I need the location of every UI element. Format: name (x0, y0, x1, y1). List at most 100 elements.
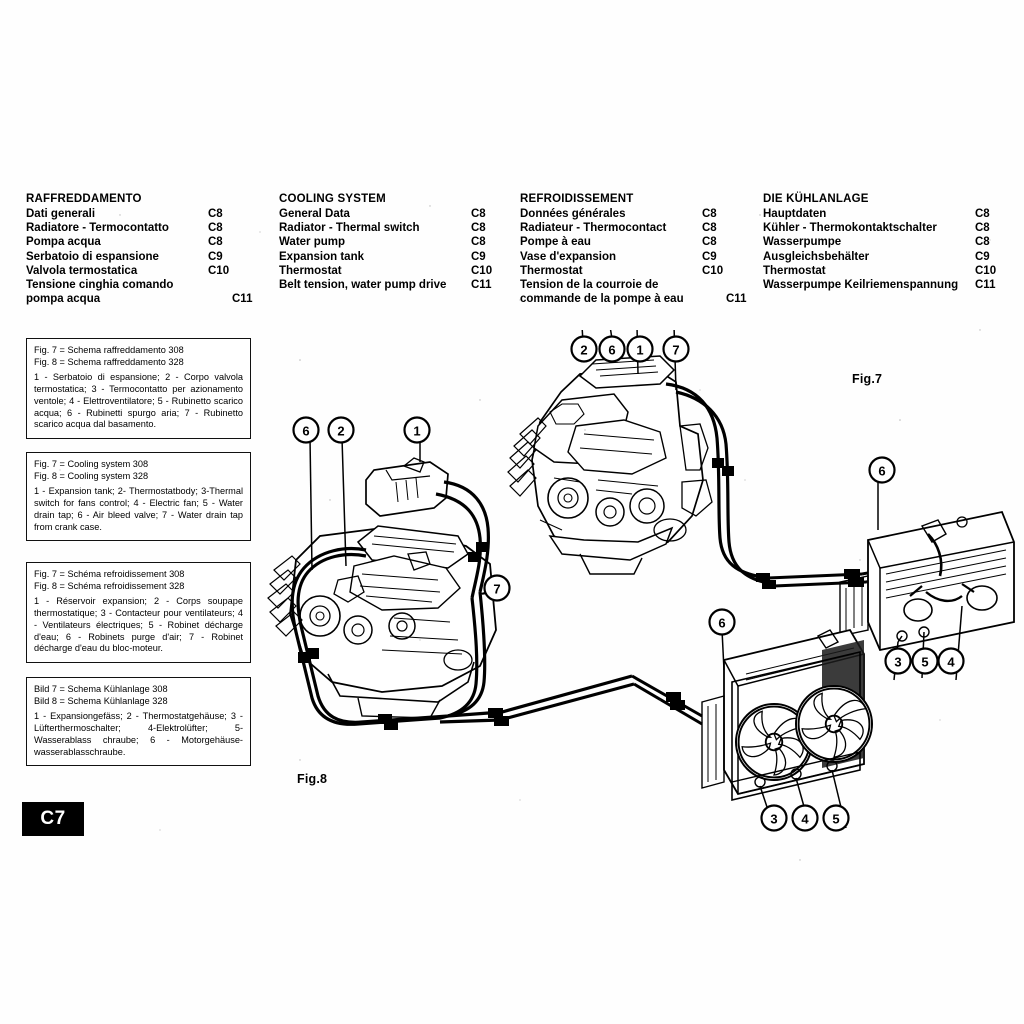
index-row[interactable]: Ausgleichsbehälter C9 (763, 250, 1005, 264)
index-row[interactable]: Pompa acqua C8 (26, 235, 262, 249)
caption-box-german: Bild 7 = Schema Kühlanlage 308 Bild 8 = … (26, 677, 251, 767)
index-row[interactable]: Dati generali C8 (26, 207, 262, 221)
index-entry-label: Dati generali (26, 208, 96, 220)
index-entry-page: C8 (702, 236, 717, 249)
index-entry-label: Thermostat (520, 264, 583, 277)
fig8-radiator-fan-assembly (631, 628, 873, 802)
index-entry-page: C10 (471, 264, 493, 277)
index-column-italian: RAFFREDDAMENTO Dati generali C8 Radiator… (26, 193, 262, 306)
index-row[interactable]: Radiateur - Thermocontact C8 (520, 221, 756, 235)
caption-head-line1: Fig. 7 = Cooling system 308 (34, 459, 149, 469)
index-entry-page: C8 (471, 208, 486, 220)
index-entry-page: C11 (726, 293, 747, 306)
index-entry-label: Radiator - Thermal switch (279, 222, 420, 235)
caption-box-french: Fig. 7 = Schéma refroidissement 308 Fig.… (26, 562, 251, 664)
index-entry-page: C8 (975, 222, 990, 235)
index-entry-page: C8 (471, 236, 486, 249)
index-row[interactable]: Radiatore - Termocontatto C8 (26, 221, 262, 235)
index-row[interactable]: Radiator - Thermal switch C8 (279, 221, 511, 235)
index-entry-label: Valvola termostatica (26, 264, 138, 277)
index-entry-page: C8 (208, 236, 223, 249)
index-row[interactable]: Tension de la courroie de commande de la… (520, 278, 756, 306)
figure-label-fig8: Fig.8 (297, 772, 328, 786)
index-row[interactable]: Serbatoio di espansione C9 (26, 250, 262, 264)
index-entry-label: Pompa acqua (26, 236, 101, 249)
index-entry-label: Kühler - Thermokontaktschalter (763, 222, 937, 235)
index-entry-label: Radiatore - Termocontatto (26, 222, 169, 235)
caption-head-line1: Fig. 7 = Schéma refroidissement 308 (34, 569, 185, 579)
index-entry-label: Tension de la courroie de (520, 279, 659, 292)
index-title-italian: RAFFREDDAMENTO (26, 193, 142, 205)
index-row[interactable]: Kühler - Thermokontaktschalter C8 (763, 221, 1005, 235)
index-entry-page: C8 (471, 222, 486, 235)
caption-head-line2: Fig. 8 = Cooling system 328 (34, 470, 149, 481)
index-entry-page: C9 (208, 250, 223, 263)
index-row[interactable]: Vase d'expansion C9 (520, 250, 756, 264)
index-row[interactable]: Belt tension, water pump drive C11 (279, 278, 511, 292)
index-entry-label: Thermostat (279, 264, 342, 277)
index-title-french: REFROIDISSEMENT (520, 193, 634, 205)
index-row[interactable]: Valvola termostatica C10 (26, 264, 262, 278)
caption-head-line2: Fig. 8 = Schéma refroidissement 328 (34, 580, 185, 591)
index-entry-label: Ausgleichsbehälter (763, 250, 870, 263)
index-entry-page: C8 (208, 222, 223, 235)
index-row[interactable]: Pompe à eau C8 (520, 235, 756, 249)
index-row[interactable]: Wasserpumpe Keilriemenspannung C11 (763, 278, 1005, 292)
index-entry-label: Expansion tank (279, 250, 364, 263)
caption-head-line2: Bild 8 = Schema Kühlanlage 328 (34, 695, 168, 706)
index-column-french: REFROIDISSEMENT Données générales C8 Rad… (520, 193, 756, 306)
index-entry-label-cont: pompa acqua (26, 293, 101, 306)
index-entry-label: Tensione cinghia comando (26, 279, 174, 292)
index-entry-label: Water pump (279, 236, 346, 249)
index-entry-page: C9 (975, 250, 990, 263)
caption-head-line2: Fig. 8 = Schema raffreddamento 328 (34, 356, 184, 367)
index-entry-label-cont: commande de la pompe à eau (520, 293, 684, 306)
index-entry-label: Données générales (520, 208, 626, 220)
index-entry-page: C8 (208, 208, 223, 220)
index-row[interactable]: Tensione cinghia comando pompa acqua C11 (26, 278, 262, 306)
index-row[interactable]: General Data C8 (279, 207, 511, 221)
index-row[interactable]: Thermostat C10 (279, 264, 511, 278)
page-number-tag: C7 (22, 802, 84, 836)
index-entry-label: Radiateur - Thermocontact (520, 222, 667, 235)
index-entry-label: Belt tension, water pump drive (279, 279, 447, 292)
caption-body: 1 - Expansion tank; 2- Thermostatbody; 3… (34, 486, 243, 532)
index-entry-page: C11 (975, 279, 996, 292)
index-entry-page: C8 (975, 236, 990, 249)
index-entry-page: C8 (702, 208, 717, 220)
index-entry-label: Thermostat (763, 264, 826, 277)
index-row[interactable]: Thermostat C10 (763, 264, 1005, 278)
index-row[interactable]: Water pump C8 (279, 235, 511, 249)
index-entry-label: Pompe à eau (520, 236, 591, 249)
index-row[interactable]: Hauptdaten C8 (763, 207, 1005, 221)
index-entry-label: Serbatoio di espansione (26, 250, 159, 263)
index-row[interactable]: Expansion tank C9 (279, 250, 511, 264)
index-entry-page: C10 (702, 264, 724, 277)
figure-label-fig7: Fig.7 (852, 372, 883, 386)
index-entry-page: C10 (975, 264, 997, 277)
index-row[interactable]: Wasserpumpe C8 (763, 235, 1005, 249)
caption-body: 1 - Réservoir expansion; 2 - Corps soupa… (34, 596, 243, 654)
index-entry-page: C11 (471, 279, 492, 292)
caption-body: 1 - Expansiongefäss; 2 - Thermostatgehäu… (34, 711, 243, 757)
index-entry-label: Vase d'expansion (520, 250, 617, 263)
index-column-german: DIE KÜHLANLAGE Hauptdaten C8 Kühler - Th… (763, 193, 1005, 292)
caption-head-line1: Bild 7 = Schema Kühlanlage 308 (34, 684, 168, 694)
index-entry-label: General Data (279, 208, 350, 220)
index-entry-page: C10 (208, 264, 230, 277)
index-entry-page: C11 (232, 293, 253, 306)
index-entry-page: C9 (471, 250, 486, 263)
index-entry-page: C9 (702, 250, 717, 263)
caption-head-line1: Fig. 7 = Schema raffreddamento 308 (34, 345, 184, 355)
index-row[interactable]: Données générales C8 (520, 207, 756, 221)
index-entry-label: Wasserpumpe Keilriemenspannung (763, 279, 959, 292)
index-entry-label: Hauptdaten (763, 208, 827, 220)
index-row[interactable]: Thermostat C10 (520, 264, 756, 278)
index-title-english: COOLING SYSTEM (279, 193, 386, 205)
fig8-engine-drawing (267, 457, 873, 802)
caption-body: 1 - Serbatoio di espansione; 2 - Corpo v… (34, 372, 243, 430)
index-entry-page: C8 (975, 208, 990, 220)
index-column-english: COOLING SYSTEM General Data C8 Radiator … (279, 193, 511, 292)
fig7-engine-drawing (507, 355, 1015, 652)
